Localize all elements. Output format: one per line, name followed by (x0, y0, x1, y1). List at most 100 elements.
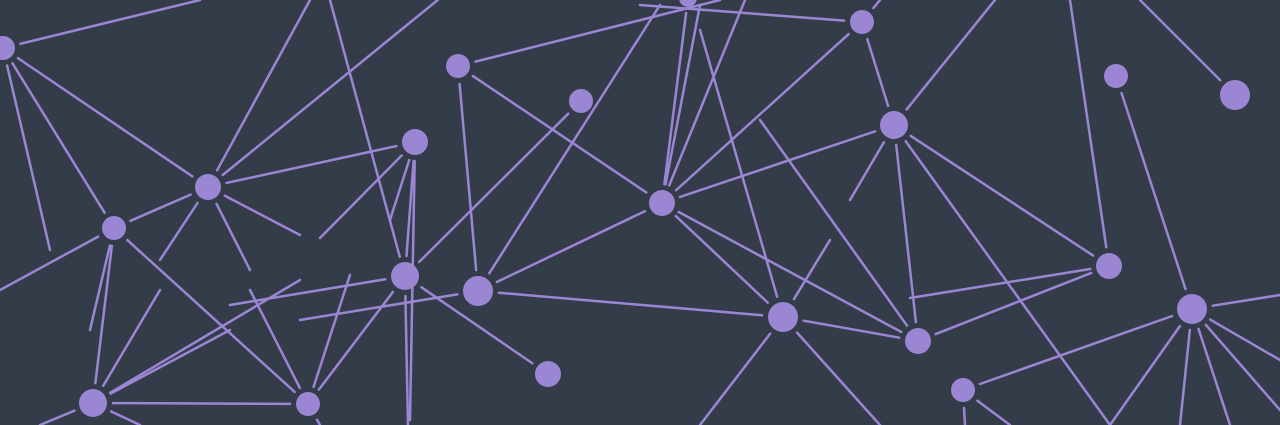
graph-link (11, 62, 106, 214)
graph-node (1096, 253, 1122, 279)
graph-link (758, 118, 909, 327)
graph-link (126, 238, 296, 394)
graph-node (905, 328, 931, 354)
graph-link (905, 0, 997, 111)
graph-link (94, 244, 114, 385)
graph-link (328, 0, 402, 258)
graph-link (108, 278, 302, 395)
graph-node (446, 54, 470, 78)
graph-node (679, 0, 697, 7)
graph-link (674, 32, 850, 192)
graph-node (768, 302, 798, 332)
graph-link (317, 290, 395, 391)
graph-link (318, 154, 403, 240)
graph-link (223, 194, 302, 237)
graph-link (1178, 328, 1192, 425)
graph-node (569, 89, 593, 113)
graph-link (471, 74, 648, 194)
graph-link (909, 134, 1095, 257)
graph-link (667, 0, 747, 187)
graph-link (101, 288, 162, 388)
graph-link (698, 28, 779, 299)
graph-node (402, 129, 428, 155)
graph-nodes (0, 0, 1250, 417)
graph-node (391, 262, 419, 290)
graph-link (474, 0, 722, 63)
graph-link (16, 56, 194, 178)
graph-node (1177, 294, 1207, 324)
graph-link (129, 193, 192, 223)
graph-link (872, 0, 882, 10)
graph-link (298, 293, 459, 322)
graph-node (880, 111, 908, 139)
graph-node (1220, 80, 1250, 110)
graph-link (111, 401, 292, 406)
graph-link (978, 314, 1174, 386)
graph-link (698, 332, 772, 425)
graph-link (1138, 0, 1222, 82)
graph-node (1104, 64, 1128, 88)
graph-link (962, 406, 967, 425)
graph-node (102, 216, 126, 240)
graph-link (215, 202, 252, 272)
graph-link (315, 418, 322, 425)
graph-link (420, 286, 534, 365)
graph-link (1211, 293, 1280, 307)
graph-link (0, 235, 100, 292)
graph-node (649, 190, 675, 216)
graph-link (19, 0, 202, 45)
graph-link (5, 64, 52, 252)
graph-node (535, 361, 561, 387)
graph-link (1204, 323, 1280, 412)
graph-link (638, 3, 846, 22)
graph-link (1120, 91, 1187, 291)
graph-node (195, 174, 221, 200)
graph-link (404, 294, 410, 425)
graph-link (894, 143, 918, 324)
graph-link (38, 409, 76, 425)
graph-node (850, 10, 874, 34)
graph-link (802, 319, 901, 339)
graph-link (215, 0, 312, 172)
graph-link (225, 144, 398, 185)
graph-link (663, 11, 688, 186)
graph-link (1068, 0, 1108, 249)
graph-link (109, 328, 232, 395)
graph-link (866, 37, 890, 108)
graph-link (312, 273, 352, 389)
graph-link (1108, 324, 1182, 425)
graph-node (463, 276, 493, 306)
graph-link (458, 82, 478, 272)
graph-link (792, 238, 832, 301)
graph-node (0, 36, 15, 60)
graph-link (388, 158, 411, 222)
graph-node (296, 392, 320, 416)
graph-link (678, 130, 877, 199)
graph-link (1208, 318, 1280, 362)
graph-link (674, 214, 769, 304)
graph-link (976, 399, 1012, 425)
graph-link (158, 201, 199, 262)
graph-link (664, 3, 702, 186)
graph-node (951, 378, 975, 402)
graph-link (934, 271, 1093, 336)
graph-link (221, 0, 440, 177)
graph-link (677, 210, 903, 334)
graph-link (495, 209, 647, 284)
graph-link (497, 291, 764, 317)
graph-link (1197, 327, 1232, 425)
graph-link (795, 331, 882, 425)
graph-link (848, 141, 886, 202)
graph-link (488, 3, 662, 275)
graph-node (79, 389, 107, 417)
graph-link (908, 267, 1092, 300)
graph-link (248, 288, 302, 390)
graph-link (109, 410, 142, 425)
graph-link (88, 244, 112, 332)
graph-link (405, 159, 415, 258)
graph-link (408, 159, 416, 422)
graph-link (417, 112, 570, 264)
